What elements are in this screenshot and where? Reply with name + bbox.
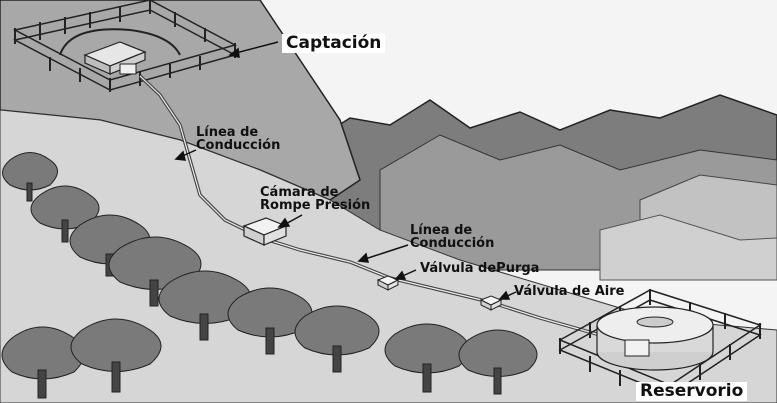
label-linea-conduccion-1-line2: Conducción — [196, 138, 281, 153]
label-valvula-aire: Válvula de Aire — [514, 284, 625, 299]
tree-icon — [294, 305, 380, 373]
valve-icon — [479, 295, 503, 311]
annotation-arrows — [174, 41, 517, 300]
tree-icon — [458, 329, 538, 395]
label-reservorio: Reservorio — [636, 382, 748, 401]
captacion-structure — [83, 41, 147, 75]
label-camara-line1: Cámara de — [260, 185, 339, 200]
label-camara-line2: Rompe Presión — [260, 198, 371, 213]
tree-icon — [384, 323, 470, 393]
tree-icon — [2, 152, 58, 202]
tree-icon — [158, 270, 252, 341]
tree-group — [1, 152, 538, 399]
tree-icon — [1, 326, 85, 399]
label-linea-conduccion-2-line1: Línea de — [410, 223, 473, 238]
label-camara-rompe-presion: Cámara de Rompe Presión — [260, 186, 370, 212]
label-linea-conduccion-1-line1: Línea de — [196, 125, 259, 140]
tree-icon — [70, 318, 162, 393]
valve-icon — [376, 275, 400, 291]
label-linea-conduccion-2-line2: Conducción — [410, 236, 495, 251]
label-valvula-purga: Válvula dePurga — [420, 261, 540, 276]
label-linea-conduccion-1: Línea de Conducción — [196, 126, 280, 152]
label-linea-conduccion-2: Línea de Conducción — [410, 224, 494, 250]
tank-icon — [596, 306, 714, 371]
label-captacion: Captación — [282, 34, 386, 53]
